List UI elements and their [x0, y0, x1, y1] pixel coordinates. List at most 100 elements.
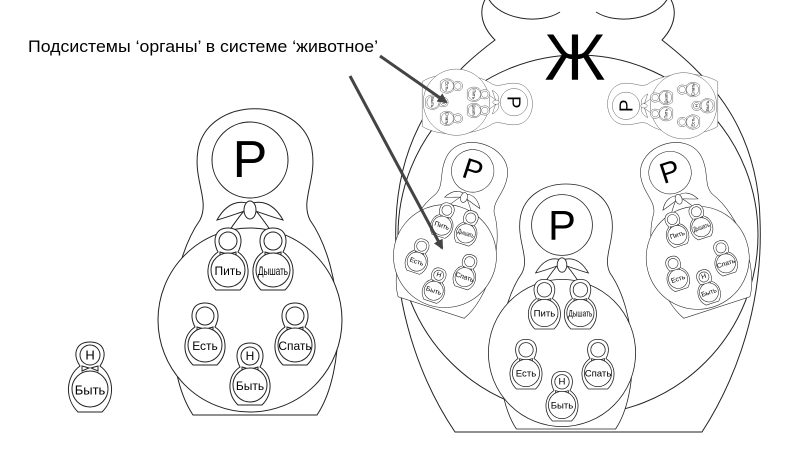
- element-doll: Пить: [528, 278, 561, 330]
- element-doll: Спать: [713, 240, 738, 277]
- subsystem-label: Р: [548, 202, 576, 249]
- element-doll: Спать: [274, 302, 316, 366]
- doll-body: [659, 91, 672, 104]
- element-doll-being: Н Быть: [68, 341, 112, 413]
- doll-head: [465, 212, 477, 224]
- annotation-label: Подсистемы ‘органы’ в системе ‘животное’: [28, 37, 378, 56]
- element-doll: Дышать: [650, 90, 673, 105]
- element-label: Быть: [430, 97, 435, 108]
- element-label: Спать: [585, 368, 612, 379]
- element-doll: Пить: [207, 227, 249, 291]
- element-label: Дышать: [692, 222, 710, 234]
- element-label: Быть: [705, 100, 710, 111]
- element-doll: Спать: [581, 339, 615, 390]
- doll-body: [699, 282, 719, 303]
- element-doll: Н Быть: [68, 341, 112, 413]
- doll-body: [650, 72, 717, 140]
- doll-head: [218, 231, 238, 251]
- doll-body: [511, 359, 540, 388]
- doll-head: [500, 88, 528, 117]
- doll-body: [454, 267, 475, 287]
- element-label: Дышать: [568, 308, 592, 319]
- element-label: Дышать: [663, 92, 668, 103]
- doll-body: [423, 280, 444, 301]
- doll-head: [79, 344, 101, 366]
- bow-knot: [640, 103, 648, 109]
- subsystem-label: Р: [504, 96, 525, 109]
- doll-head: [678, 86, 686, 94]
- element-doll: Пить: [664, 211, 690, 249]
- element-label: Дышать: [258, 264, 288, 278]
- mini-body-label: Быть: [75, 383, 106, 398]
- element-head-label: Н: [694, 104, 699, 107]
- element-doll: Н Быть: [691, 98, 715, 114]
- element-doll: Дышать: [688, 204, 714, 241]
- bow-icon: [81, 365, 99, 372]
- doll-head: [454, 82, 462, 90]
- doll-body: [566, 298, 595, 328]
- doll-head: [481, 90, 489, 98]
- mini-head-label: Н: [85, 348, 94, 363]
- doll-head: [518, 342, 534, 358]
- doll-head: [464, 256, 475, 268]
- doll-head: [240, 346, 260, 366]
- doll-body: [71, 370, 109, 408]
- doll-body: [659, 107, 672, 121]
- element-doll: Спать: [452, 254, 478, 291]
- doll-body: [187, 327, 223, 363]
- doll-head: [554, 374, 570, 390]
- element-head-label: Н: [701, 273, 708, 281]
- subsystem-label: Р: [616, 100, 637, 113]
- element-label: Есть: [409, 257, 425, 268]
- element-doll: Пить: [650, 106, 673, 122]
- doll-body: [255, 252, 291, 288]
- doll-head: [572, 282, 589, 298]
- element-doll: Есть: [184, 302, 226, 366]
- element-head-label: Н: [246, 349, 255, 363]
- bow-knot: [243, 200, 257, 220]
- element-doll: Спать: [440, 111, 463, 126]
- element-doll: Дышать: [467, 103, 490, 118]
- bow-knot: [460, 192, 468, 203]
- element-doll: Пить: [467, 86, 490, 102]
- doll-head: [481, 107, 489, 114]
- doll-head: [648, 151, 692, 195]
- doll-body: [667, 225, 688, 245]
- doll-head: [690, 206, 702, 218]
- element-label: Есть: [690, 117, 695, 127]
- element-head-label: Н: [435, 271, 442, 279]
- element-label: Пить: [214, 264, 241, 278]
- element-doll: Спать: [677, 82, 700, 97]
- doll-head: [678, 118, 686, 126]
- doll-body: [487, 278, 637, 428]
- annotation-arrow-left: [348, 75, 444, 250]
- element-doll: Дышать: [252, 227, 294, 291]
- doll-body: [210, 252, 246, 288]
- doll-head: [195, 306, 215, 326]
- element-label: Дышать: [457, 228, 475, 240]
- element-label: Спать: [690, 83, 695, 96]
- element-label: Быть: [425, 285, 443, 297]
- element-label: Спать: [445, 112, 450, 125]
- doll-body: [530, 298, 559, 328]
- doll-head: [612, 91, 640, 120]
- element-label: Есть: [670, 274, 686, 285]
- doll-body: [668, 269, 688, 289]
- doll-body: [686, 83, 699, 96]
- doll-head: [536, 282, 552, 298]
- doll-body: [547, 391, 577, 420]
- doll-head: [285, 306, 305, 326]
- doll-head: [531, 194, 593, 256]
- element-head-label: Н: [559, 376, 566, 387]
- doll-body: [700, 99, 714, 113]
- doll-head: [416, 240, 427, 252]
- element-doll: Пить: [430, 202, 455, 239]
- system-label: Ж: [545, 20, 606, 94]
- doll-body: [468, 87, 481, 101]
- doll-body: [441, 112, 454, 125]
